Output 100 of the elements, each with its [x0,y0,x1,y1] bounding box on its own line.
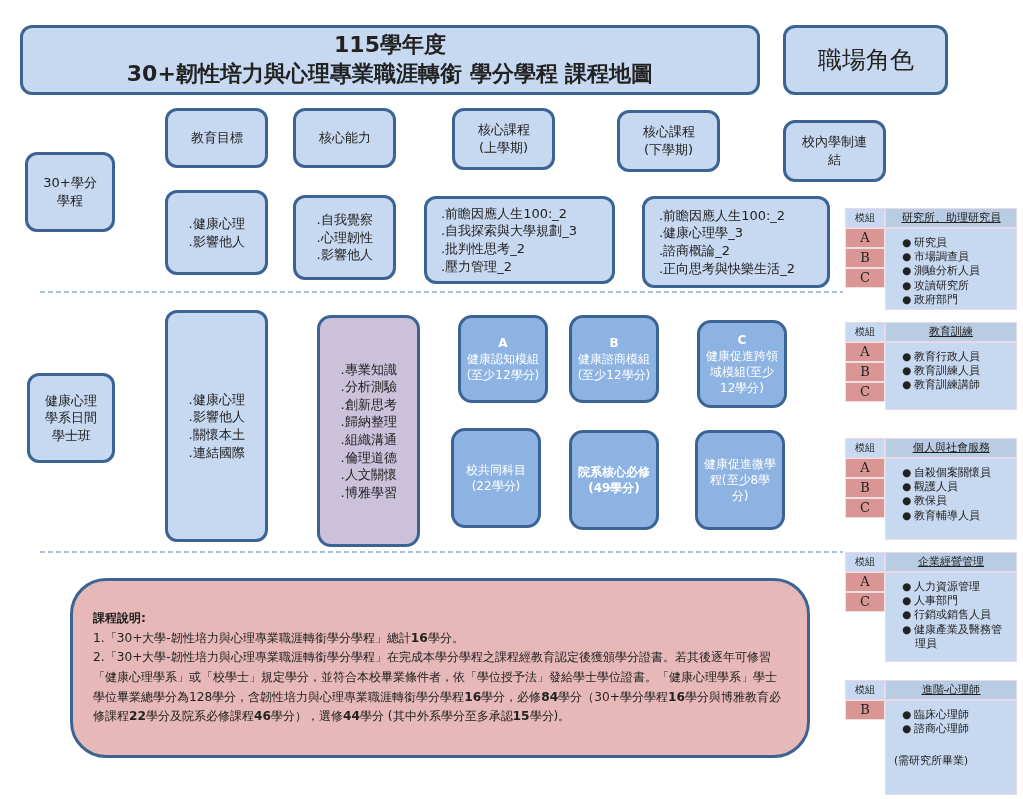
label-text: .前瞻因應人生100:_2 [441,204,568,223]
label-text: .關懷本土 [188,426,245,444]
content-box [165,310,268,542]
career-title-bar [885,322,1017,342]
label-text: .歸納整理 [340,413,397,431]
label-text: 院系核心必修(49學分) [577,463,651,497]
heading-box [783,120,886,182]
label-text: .影響他人 [188,232,245,251]
label-text: A [860,343,870,361]
label-text: A [860,573,870,591]
course-list-box [424,196,615,284]
content-box [165,190,268,275]
label-text: B [609,334,619,351]
label-text: .壓力管理_2 [441,257,512,276]
module-letter-cell [845,700,885,720]
heading-box [293,108,396,168]
label-text: .諮商概論_2 [659,242,730,260]
heading-box [165,108,268,168]
table-header-cell [845,552,885,572]
label-text: 模組 [855,325,875,339]
label-text: .專業知識 [340,360,397,379]
module-letter-cell [845,498,885,518]
label-text: 核心能力 [318,129,371,147]
label-text: .心理韌性 [316,228,373,247]
label-text: 校共同科目(22學分) [465,461,527,495]
career-title-bar [885,680,1017,700]
module-letter-cell [845,458,885,478]
list-item: ● 人事部門 [902,593,960,608]
program-box [27,373,115,463]
label-text: 研究所、助理研究員 [901,210,1001,226]
career-title-bar [885,552,1017,572]
module-box [451,428,541,528]
label-text: 健康促進跨領域模組(至少12學分) [705,347,779,397]
content-box [317,315,420,547]
label-text: .博雅學習 [340,483,397,502]
list-item: ● 人力資源管理 [902,579,982,594]
module-letter-cell [845,478,885,498]
list-item: (需研究所畢業) [894,753,969,768]
career-title-bar [885,208,1017,228]
title-box [20,25,760,95]
list-item: ● 觀護人員 [902,479,960,494]
label-text: 進階-心理師 [921,682,981,698]
label-text: B [860,701,870,719]
label-text: .前瞻因應人生100:_2 [659,206,786,225]
label-text: 模組 [855,441,875,455]
label-text: 企業經營管理 [918,554,984,570]
label-text: .健康心理學_3 [659,224,743,242]
module-letter-cell [845,228,885,248]
label-text: 健康諮商模組(至少12學分) [576,350,652,384]
note-box [70,578,810,758]
label-text: 模組 [855,555,875,569]
list-item: ● 教育行政人員 [902,349,981,364]
label-text: 健康促進微學程(至少8學分) [703,455,777,505]
label-text: .創新思考 [340,395,397,414]
header-box [783,25,948,95]
list-item: ● 健康產業及醫務管理員 [902,621,1004,650]
module-letter-cell [845,362,885,382]
list-item: ● 政府部門 [902,291,960,306]
list-item: ● 測驗分析人員 [902,263,981,278]
label-text: 職場角色 [817,44,914,76]
list-item: ● 教育訓練人員 [902,363,981,378]
label-text: C [860,269,870,287]
content-box [293,195,396,280]
list-item: ● 行銷或銷售人員 [902,607,993,622]
label-text: C [737,331,747,348]
heading-box [617,110,720,172]
label-text: 30+學分學程 [42,174,98,210]
list-item: ● 教育訓練講師 [902,377,981,392]
label-text: .正向思考與快樂生活_2 [659,259,795,278]
table-header-cell [845,438,885,458]
label-text: .健康心理 [188,214,245,233]
table-header-cell [845,322,885,342]
list-item: ● 臨床心理師 [902,707,970,722]
career-title-bar [885,438,1017,458]
label-text: 個人與社會服務 [912,440,990,456]
label-text: 健康心理學系日間學士班 [44,391,98,445]
label-text: 模組 [855,211,875,225]
list-item: ● 教育輔導人員 [902,507,982,522]
label-text: A [498,334,508,351]
list-item: ● 市場調查員 [902,249,971,264]
module-letter-cell [845,248,885,268]
career-list-box [885,700,1017,795]
label-text: 核心課程(上學期) [476,121,531,157]
label-text: 模組 [855,683,875,697]
program-box [25,152,115,232]
table-header-cell [845,680,885,700]
course-list-box [642,196,830,288]
label-text: .人文關懷 [340,466,397,484]
label-text: 教育目標 [190,129,243,147]
module-box [569,430,659,530]
module-letter-cell [845,268,885,288]
label-text: .自我探索與大學規劃_3 [441,222,577,240]
label-text: A [860,229,870,247]
career-list-box [885,342,1017,410]
label-text: .影響他人 [316,246,373,264]
label-text: .連結國際 [188,443,245,462]
module-box [697,320,787,408]
label-text: .影響他人 [188,408,245,426]
label-text: 教育訓練 [929,324,973,340]
list-item: ● 自殺個案關懷員 [902,465,992,480]
